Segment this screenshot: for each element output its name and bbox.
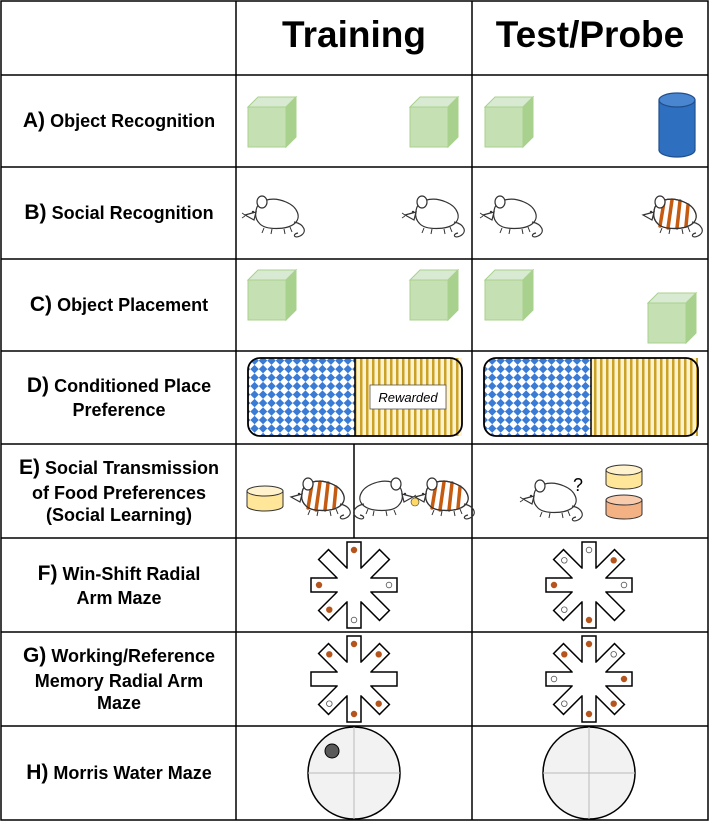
mouse-icon — [479, 195, 543, 238]
maze-outline — [310, 635, 398, 723]
radial-arm-maze — [545, 541, 633, 629]
empty-well — [550, 675, 558, 683]
cube-icon — [484, 269, 534, 321]
striped-mouse-icon — [289, 476, 353, 521]
cylinder-icon — [658, 92, 696, 158]
food-dish-icon — [605, 464, 643, 490]
empty-well — [326, 700, 333, 707]
radial-arm-maze — [310, 635, 398, 723]
empty-well — [610, 651, 617, 658]
mouse-icon — [401, 195, 465, 238]
row-label-object-recognition: A) Object Recognition — [22, 108, 216, 132]
water-maze-pool — [307, 726, 401, 820]
rewarded-label: Rewarded — [378, 390, 438, 405]
food-pellet — [326, 606, 333, 613]
food-pellet — [585, 710, 593, 718]
platform-icon — [324, 743, 340, 759]
training-header: Training — [282, 14, 426, 55]
empty-well — [385, 581, 393, 589]
maze-outline — [545, 635, 633, 723]
empty-well — [561, 700, 568, 707]
question-mark: ? — [573, 475, 583, 495]
empty-well — [585, 546, 593, 554]
empty-well — [350, 616, 358, 624]
empty-well — [561, 557, 568, 564]
striped-mouse-icon — [641, 194, 705, 239]
row-label-object-placement: C) Object Placement — [29, 292, 209, 316]
food-pellet — [350, 710, 358, 718]
cube-icon — [647, 292, 697, 344]
food-pellet — [610, 557, 617, 564]
food-pellet — [585, 640, 593, 648]
food-dish-icon — [605, 494, 643, 520]
mouse-icon — [353, 477, 417, 520]
place-preference-chamber-training: Rewarded — [247, 357, 463, 437]
row-label-morris-water-maze: H) Morris Water Maze — [26, 760, 212, 784]
cube-icon — [484, 96, 534, 148]
food-dish-icon — [246, 485, 284, 512]
empty-well — [561, 606, 568, 613]
food-pellet — [550, 581, 558, 589]
food-pellet — [620, 675, 628, 683]
food-pellet — [561, 651, 568, 658]
test-probe-header: Test/Probe — [495, 14, 685, 55]
striped-mouse-icon — [413, 476, 477, 521]
cube-icon — [409, 269, 459, 321]
row-label-social-recognition: B) Social Recognition — [24, 200, 214, 224]
food-pellet — [375, 651, 382, 658]
food-pellet — [350, 546, 358, 554]
food-pellet — [350, 640, 358, 648]
water-maze-pool — [542, 726, 636, 820]
radial-arm-maze — [310, 541, 398, 629]
cube-icon — [247, 269, 297, 321]
maze-outline — [545, 541, 633, 629]
food-pellet — [326, 651, 333, 658]
maze-outline — [310, 541, 398, 629]
empty-well — [620, 581, 628, 589]
place-preference-chamber-test — [483, 357, 699, 437]
food-crumb-icon — [410, 497, 420, 507]
food-pellet — [315, 581, 323, 589]
food-pellet — [610, 700, 617, 707]
radial-arm-maze — [545, 635, 633, 723]
cube-icon — [409, 96, 459, 148]
mouse-icon — [241, 195, 305, 238]
cube-icon — [247, 96, 297, 148]
food-pellet — [375, 700, 382, 707]
food-pellet — [585, 616, 593, 624]
